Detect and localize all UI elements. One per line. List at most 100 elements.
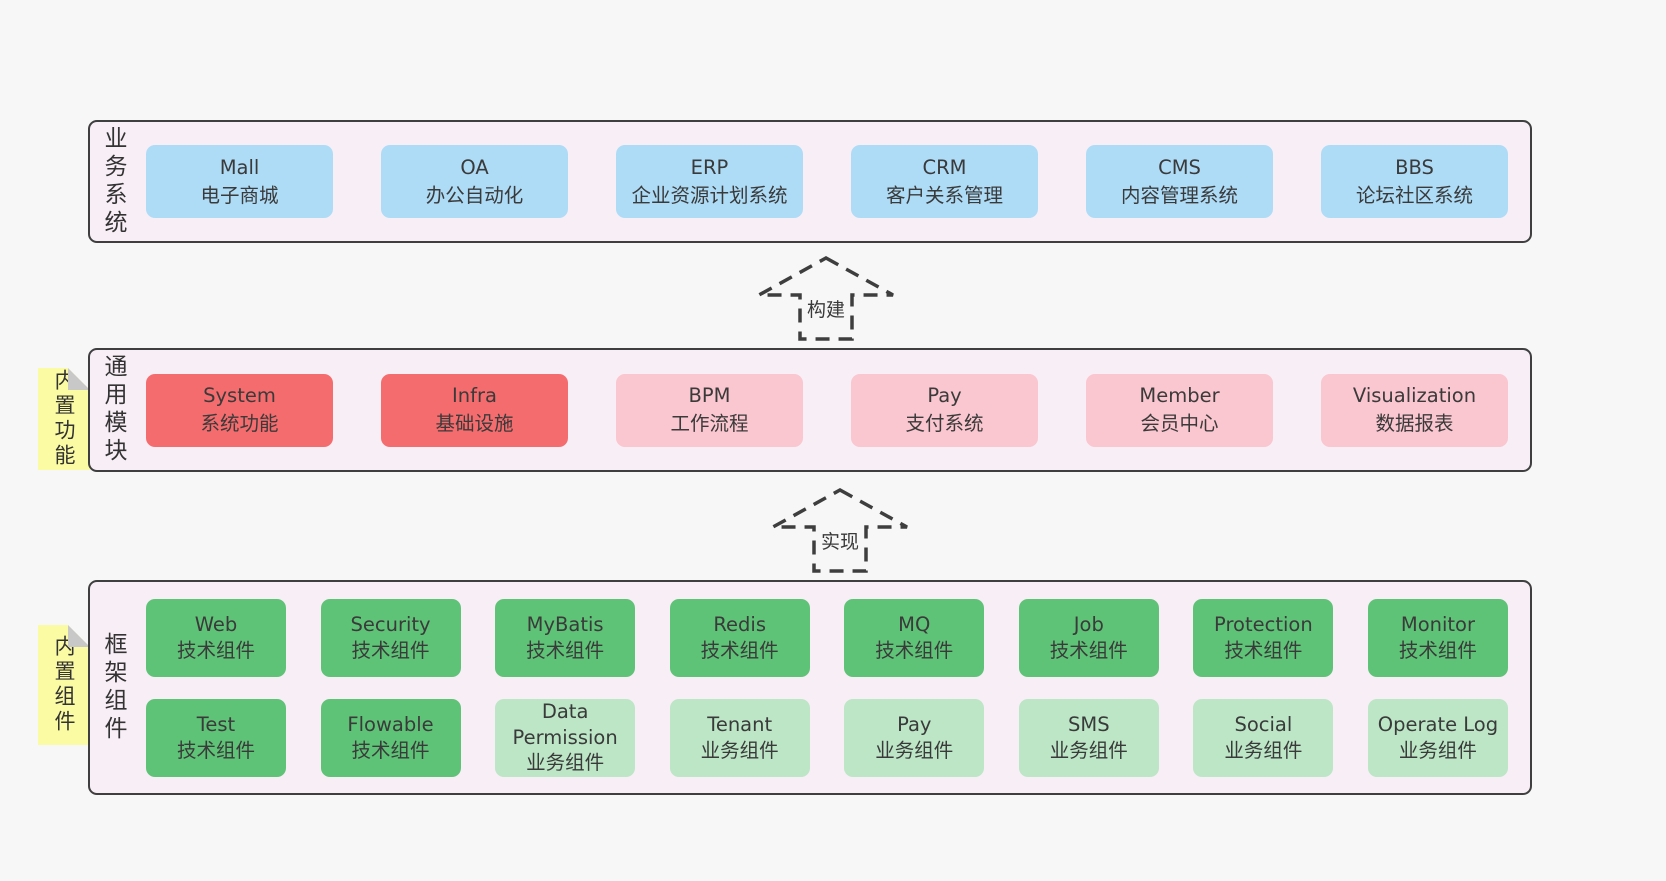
box-title: Mall [219,155,260,179]
box-title: Pay [897,712,932,736]
common-modules-row: System 系统功能 Infra 基础设施 BPM 工作流程 Pay 支付系统… [146,373,1508,447]
box-title: Protection [1214,612,1313,636]
box-mq: MQ 技术组件 [844,598,985,677]
box-subtitle: 客户关系管理 [885,183,1003,207]
common-modules-layer: 通用模块 System 系统功能 Infra 基础设施 BPM 工作流程 Pay… [88,348,1532,472]
box-title: Infra [452,384,497,408]
business-systems-row: Mall 电子商城 OA 办公自动化 ERP 企业资源计划系统 CRM 客户关系… [146,145,1508,218]
up-arrow-icon [772,488,908,573]
framework-components-label: 框架组件 [100,631,126,744]
box-subtitle: 技术组件 [351,738,430,762]
framework-components-row-1: Web 技术组件 Security 技术组件 MyBatis 技术组件 Redi… [146,598,1508,677]
box-subtitle: 系统功能 [200,412,279,435]
build-arrow-label: 构建 [801,293,851,324]
note-fold-corner [68,625,90,647]
box-title: SMS [1068,712,1110,736]
build-arrow: 构建 [756,255,896,343]
box-subtitle: 企业资源计划系统 [631,183,788,207]
box-subtitle: 办公自动化 [425,183,524,207]
box-title: Test [196,712,236,736]
box-job: Job 技术组件 [1018,598,1159,677]
box-subtitle: 技术组件 [1224,638,1303,662]
box-subtitle: 工作流程 [670,412,749,435]
box-title: OA [460,155,489,179]
box-title: Pay [927,384,962,408]
box-erp: ERP 企业资源计划系统 [616,145,803,218]
box-title: Security [350,612,431,636]
box-subtitle: 技术组件 [875,638,954,662]
box-redis: Redis 技术组件 [669,598,810,677]
box-subtitle: 业务组件 [526,751,605,775]
box-web: Web 技术组件 [146,598,286,677]
up-arrow-icon [758,256,894,341]
box-subtitle: 业务组件 [1398,738,1477,762]
framework-components-row-2: Test 技术组件 Flowable 技术组件 Data Permission … [146,698,1508,777]
box-title: Monitor [1400,612,1475,636]
box-operate-log: Operate Log 业务组件 [1367,698,1508,777]
framework-components-rows: Web 技术组件 Security 技术组件 MyBatis 技术组件 Redi… [136,582,1530,793]
framework-components-layer: 框架组件 Web 技术组件 Security 技术组件 MyBatis 技术组件… [88,580,1532,795]
common-modules-rows: System 系统功能 Infra 基础设施 BPM 工作流程 Pay 支付系统… [136,350,1530,470]
box-visualization: Visualization 数据报表 [1321,373,1508,447]
box-subtitle: 业务组件 [1224,738,1303,762]
box-flowable: Flowable 技术组件 [320,698,461,777]
box-subtitle: 业务组件 [875,738,954,762]
box-subtitle: 电子商城 [200,183,279,207]
box-bpm: BPM 工作流程 [616,373,803,447]
box-title: Social [1234,712,1293,736]
box-mall: Mall 电子商城 [146,145,333,218]
box-system: System 系统功能 [146,373,333,447]
box-sms: SMS 业务组件 [1018,698,1159,777]
box-protection: Protection 技术组件 [1193,598,1334,677]
note-fold-corner [68,368,90,390]
business-systems-label: 业务系统 [100,125,126,238]
box-subtitle: 技术组件 [176,738,255,762]
box-title: Web [194,612,238,636]
box-data-permission: Data Permission 业务组件 [495,698,636,777]
box-title: BBS [1395,155,1434,179]
box-security: Security 技术组件 [320,598,461,677]
box-tenant: Tenant 业务组件 [669,698,810,777]
box-title: Job [1073,612,1104,636]
box-subtitle: 技术组件 [700,638,779,662]
box-title: Flowable [347,712,434,736]
box-title: CMS [1158,155,1201,179]
box-cms: CMS 内容管理系统 [1086,145,1273,218]
box-crm: CRM 客户关系管理 [851,145,1038,218]
box-title: MyBatis [526,612,604,636]
business-systems-rows: Mall 电子商城 OA 办公自动化 ERP 企业资源计划系统 CRM 客户关系… [136,122,1530,241]
box-subtitle: 业务组件 [1049,738,1128,762]
box-subtitle: 技术组件 [526,638,605,662]
box-title: Member [1139,384,1220,408]
box-infra: Infra 基础设施 [381,373,568,447]
box-subtitle: 技术组件 [351,638,430,662]
box-subtitle: 支付系统 [905,412,984,435]
box-mybatis: MyBatis 技术组件 [495,598,636,677]
box-subtitle: 业务组件 [700,738,779,762]
box-monitor: Monitor 技术组件 [1367,598,1508,677]
implement-arrow-label: 实现 [815,525,865,556]
box-bbs: BBS 论坛社区系统 [1321,145,1508,218]
box-social: Social 业务组件 [1193,698,1334,777]
common-modules-label: 通用模块 [100,354,126,466]
box-title: Visualization [1352,384,1477,408]
box-title: Tenant [707,712,773,736]
box-title: MQ [898,612,931,636]
implement-arrow: 实现 [770,487,910,575]
box-title: ERP [690,155,729,179]
box-subtitle: 数据报表 [1375,412,1454,435]
box-subtitle: 论坛社区系统 [1355,183,1473,207]
box-subtitle: 内容管理系统 [1120,183,1238,207]
box-title: Operate Log [1377,712,1499,736]
box-subtitle: 基础设施 [435,412,514,435]
box-pay-module: Pay 支付系统 [851,373,1038,447]
box-title: BPM [688,384,731,408]
business-systems-layer: 业务系统 Mall 电子商城 OA 办公自动化 ERP 企业资源计划系统 CRM… [88,120,1532,243]
box-pay-component: Pay 业务组件 [844,698,985,777]
box-subtitle: 会员中心 [1140,412,1219,435]
box-title: Data Permission [512,699,618,749]
box-subtitle: 技术组件 [176,638,255,662]
box-member: Member 会员中心 [1086,373,1273,447]
box-oa: OA 办公自动化 [381,145,568,218]
box-title: Redis [713,612,766,636]
